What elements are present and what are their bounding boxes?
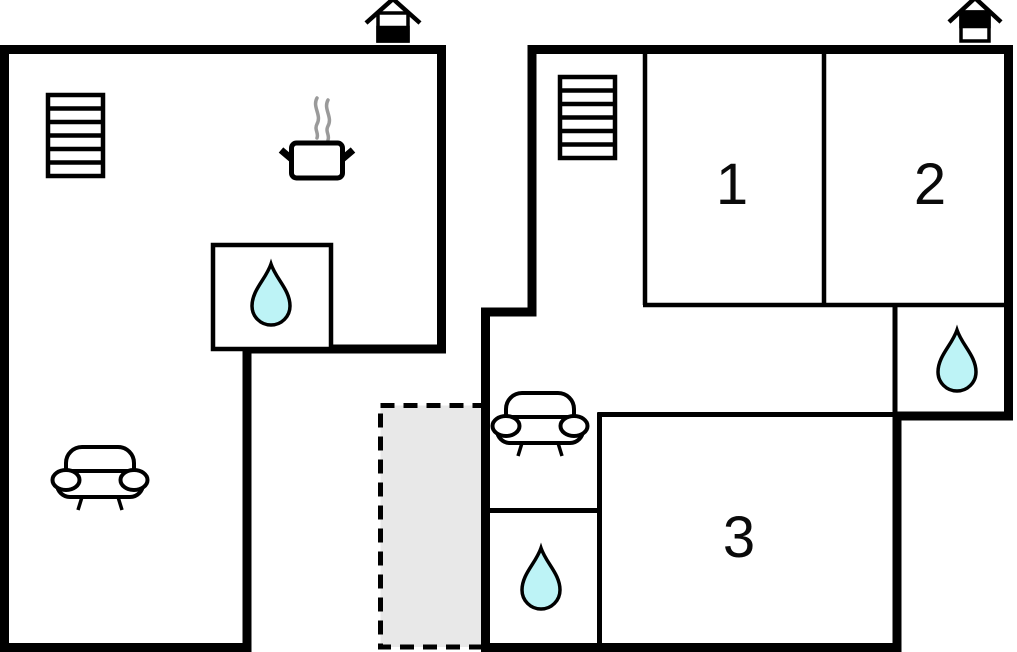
steam-line (313, 96, 321, 140)
terrace-area (378, 403, 486, 650)
right-building: 1 2 3 (481, 0, 1013, 652)
bedroom-partition-walls (642, 49, 1006, 308)
stairs-icon (48, 95, 103, 176)
right-building-walls (481, 45, 1013, 652)
pot-body (289, 140, 345, 181)
steam-line (324, 98, 332, 142)
chimney-icon (947, 0, 1003, 43)
stairs-icon (560, 77, 615, 158)
cooking-pot-icon (278, 96, 356, 181)
room-3-label: 3 (723, 505, 755, 570)
room-1-label: 1 (716, 152, 748, 217)
room-3-walls (597, 412, 897, 647)
chimney-icon (364, 0, 422, 43)
left-building (0, 0, 446, 652)
room-2-label: 2 (914, 152, 946, 217)
left-bathroom (210, 242, 334, 352)
